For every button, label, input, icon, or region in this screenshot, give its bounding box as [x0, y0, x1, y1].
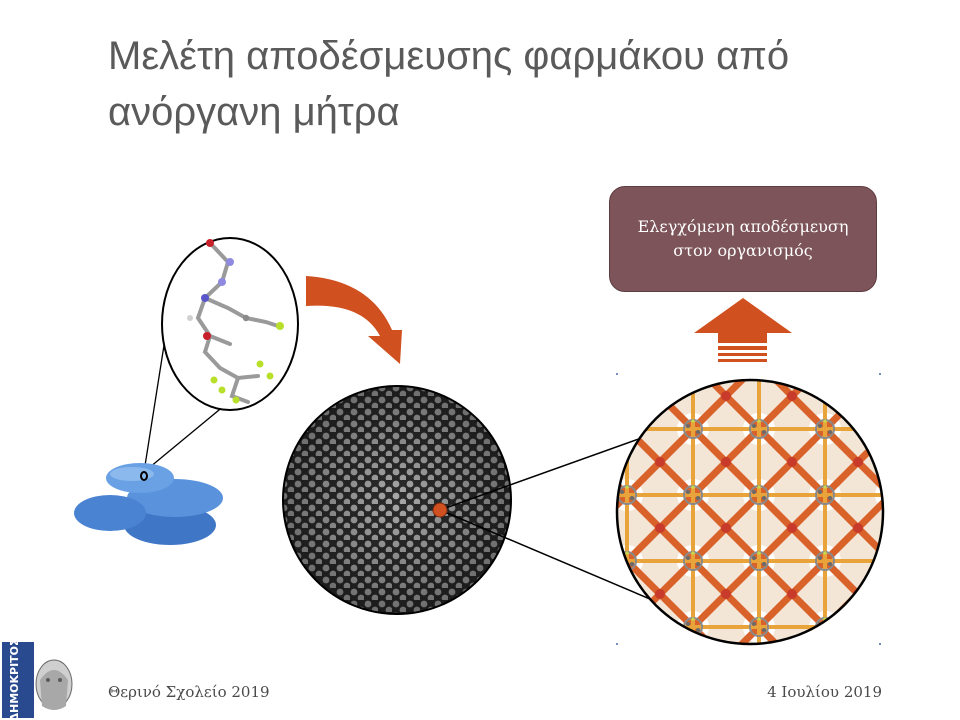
slide-title: Μελέτη αποδέσμευσης φαρμάκου από ανόργαν…: [108, 34, 790, 134]
curved-arrow-icon: [306, 276, 402, 364]
controlled-release-box: Ελεγχόμενη αποδέσμευση στον οργανισμός: [609, 186, 877, 292]
up-arrow-icon: [694, 298, 792, 362]
framework-structure-icon: [615, 373, 885, 646]
molecule-icon: [161, 237, 299, 411]
controlled-release-label: Ελεγχόμενη αποδέσμευση στον οργανισμός: [637, 217, 849, 260]
logo-text: ΔΗΜΟΚΡΙΤΟΣ: [8, 640, 21, 720]
university-logo-icon: ΔΗΜΟΚΡΙΤΟΣ: [0, 638, 78, 720]
footer-date: 4 Ιουλίου 2019: [767, 683, 882, 701]
mesoporous-texture-icon: [282, 385, 512, 615]
pill-icon: [74, 463, 223, 545]
footer-event: Θερινό Σχολείο 2019: [108, 683, 270, 701]
